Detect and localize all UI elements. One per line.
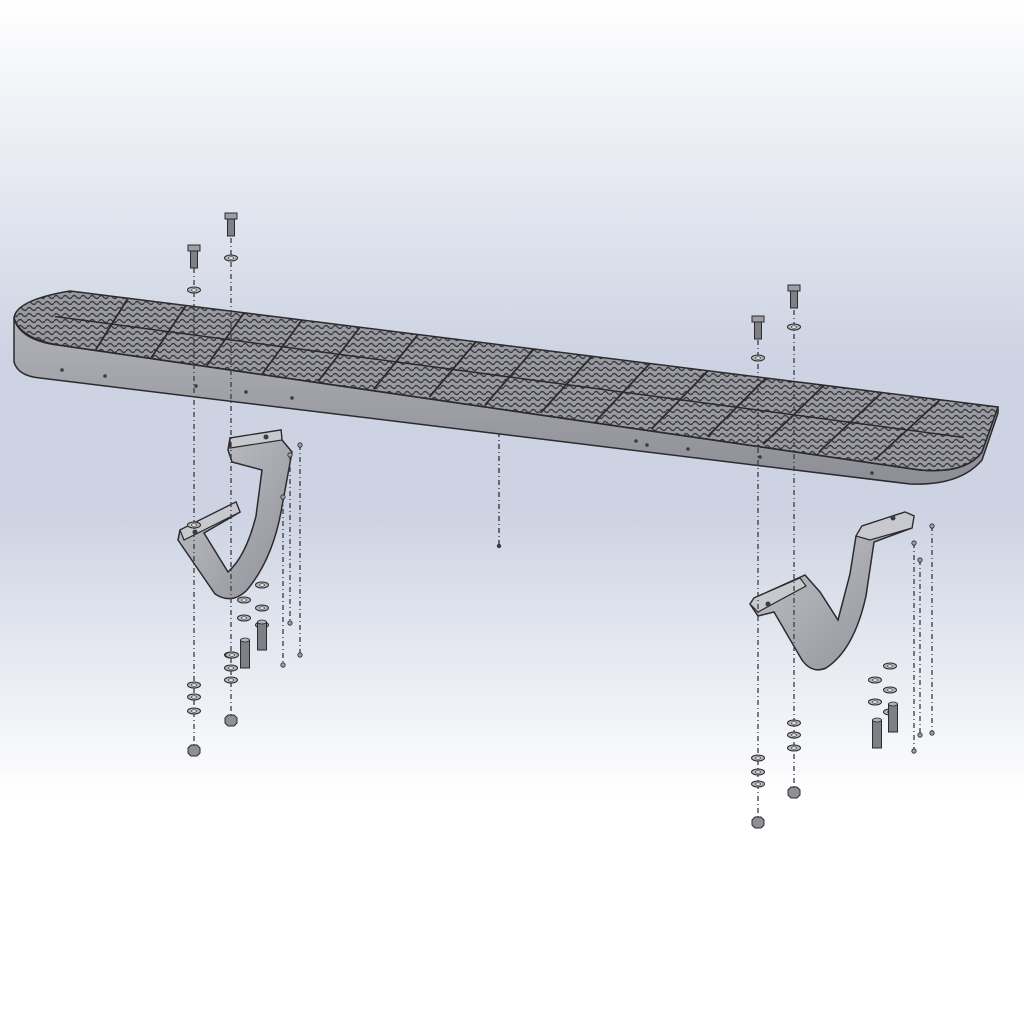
flat-washer-icon [224,676,238,684]
tread-centerline [54,315,965,439]
right-mounting-bracket-icon [749,511,915,671]
flat-washer-icon [187,286,201,294]
flat-washer-icon [224,664,238,672]
flat-washer-icon [255,604,269,612]
small-screw-icon [297,442,303,658]
flat-washer-icon [883,686,897,694]
flat-washer-icon [883,662,897,670]
small-screw-icon [280,494,286,668]
flat-washer-icon [751,780,765,788]
small-screw-icon [917,557,923,738]
flat-washer-icon [751,754,765,762]
flat-washer-icon [868,676,882,684]
hex-nut-icon [187,744,201,757]
hex-bolt-icon [787,284,801,309]
hex-bolt-icon [187,244,201,269]
flat-washer-icon [787,744,801,752]
side-fastener-holes [60,368,874,475]
spacer-sleeve-icon [888,701,898,733]
flat-washer-icon [237,596,251,604]
hex-bolt-icon [224,212,238,237]
flat-washer-icon [255,581,269,589]
flat-washer-icon [751,354,765,362]
flat-washer-icon [787,719,801,727]
spacer-sleeve-icon [257,619,267,651]
hex-nut-icon [224,714,238,727]
flat-washer-icon [237,614,251,622]
tread-grid [54,297,965,461]
flat-washer-icon [187,681,201,689]
running-board-icon [13,290,1000,485]
hex-nut-icon [751,816,765,829]
hex-nut-icon [787,786,801,799]
flat-washer-icon [868,698,882,706]
left-mounting-bracket-icon [177,429,293,600]
center-axis [496,432,502,549]
small-screw-icon [929,523,935,736]
flat-washer-icon [187,693,201,701]
flat-washer-icon [187,707,201,715]
hex-bolt-icon [751,315,765,340]
hardware-stacks [187,212,935,829]
flat-washer-icon [224,254,238,262]
spacer-sleeve-icon [872,717,882,749]
flat-washer-icon [187,521,201,529]
flat-washer-icon [787,323,801,331]
flat-washer-icon [225,651,239,659]
flat-washer-icon [787,731,801,739]
small-screw-icon [287,452,293,626]
flat-washer-icon [751,768,765,776]
small-screw-icon [911,540,917,754]
spacer-sleeve-icon [240,637,250,669]
